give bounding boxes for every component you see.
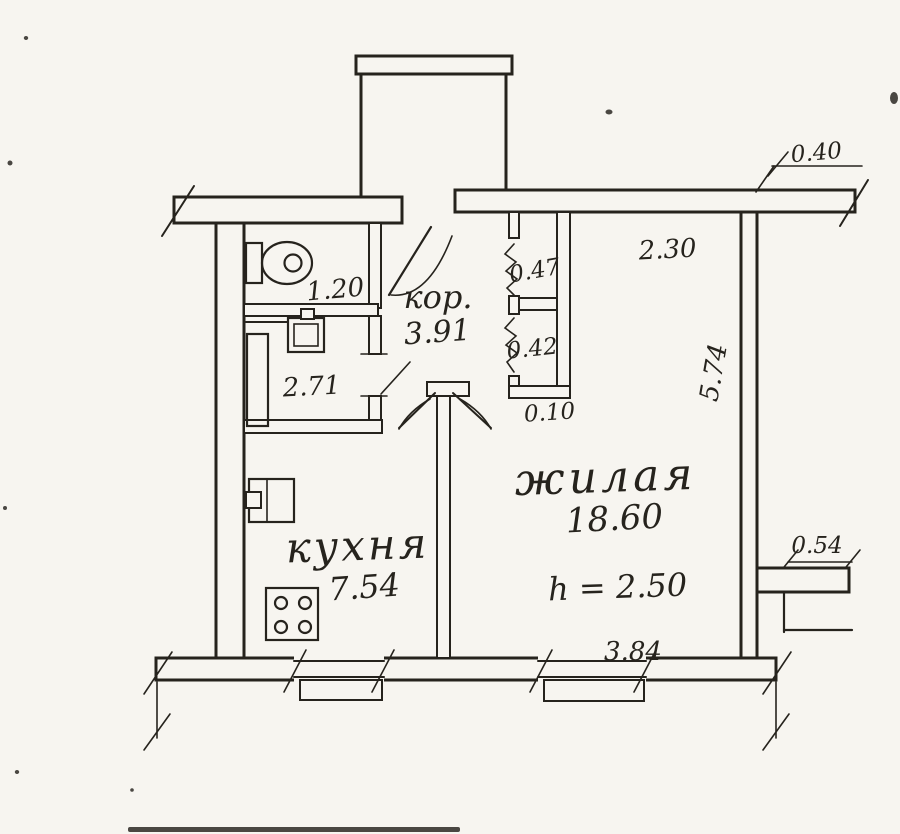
left-wall xyxy=(214,221,246,667)
door-leaf xyxy=(387,225,433,297)
burner-icon xyxy=(297,619,313,635)
bathroom-partition xyxy=(368,222,382,309)
washroom-fixtures xyxy=(245,308,326,428)
dimension-tick xyxy=(143,713,171,751)
closet-wall-dimension-label: 0.10 xyxy=(523,398,576,428)
closet-right-wall xyxy=(556,211,571,399)
wall-thickness-dimension-label: 0.40 xyxy=(790,138,843,168)
sink-basin-icon xyxy=(293,323,319,347)
kitchen-living-partition xyxy=(436,389,451,659)
top-left-wall xyxy=(172,195,404,225)
window-kitchen xyxy=(283,649,395,701)
corridor-name-label: кор. xyxy=(403,278,472,316)
dimension-tick xyxy=(143,651,173,695)
closet-lower-area-label: 0.42 xyxy=(505,333,559,364)
entrance-door xyxy=(387,225,453,297)
washroom-partition-upper xyxy=(368,315,382,355)
kitchen-sink-tap-icon xyxy=(245,491,262,509)
paper-speck xyxy=(14,770,20,774)
dimension-tick xyxy=(283,649,307,693)
dimension-tick xyxy=(161,185,195,237)
window-sill xyxy=(299,679,383,701)
kitchen-fixtures xyxy=(245,477,320,642)
paper-specks xyxy=(3,36,898,832)
paper-speck xyxy=(7,160,13,166)
top-width-dimension-label: 2.30 xyxy=(637,234,697,267)
labels: 1.20 2.71 кор. 3.91 0.47 0.42 0.10 2.30 … xyxy=(281,138,843,667)
closet-partition-stub xyxy=(508,211,520,239)
leader-line xyxy=(755,165,775,193)
toilet-bowl-icon xyxy=(260,240,314,286)
dimension-tick xyxy=(762,713,790,751)
dimension-tick xyxy=(839,179,869,227)
dimension-tick xyxy=(767,151,789,177)
closet-door-squiggle xyxy=(503,317,519,373)
shaft-top-wall xyxy=(354,54,514,76)
tap-icon xyxy=(300,308,315,320)
door-swing-arc xyxy=(459,398,492,430)
dimension-tick xyxy=(371,649,395,693)
dimension-tick xyxy=(762,651,792,695)
burner-icon xyxy=(273,619,289,635)
right-step xyxy=(755,549,861,634)
paper-speck xyxy=(3,506,7,510)
paper-speck xyxy=(605,109,613,115)
door-leaf xyxy=(380,361,411,395)
bathtub-icon xyxy=(245,332,270,428)
door-swing-arc xyxy=(390,235,453,296)
kitchen-area-label: 7.54 xyxy=(327,566,401,609)
right-wall xyxy=(739,210,759,660)
corridor-area-label: 3.91 xyxy=(403,313,472,353)
closets xyxy=(503,211,571,399)
toilet-drain-icon xyxy=(283,253,303,273)
bathroom-area-label: 1.20 xyxy=(305,273,365,308)
paper-speck xyxy=(130,788,134,792)
stove-icon xyxy=(264,586,320,642)
paper-speck xyxy=(890,92,898,104)
ceiling-height-label: h = 2.50 xyxy=(547,566,687,609)
bottom-width-dimension-label: 3.84 xyxy=(604,637,662,667)
burner-icon xyxy=(297,595,313,611)
scan-artifact xyxy=(128,827,460,832)
dimension-tick xyxy=(633,649,657,693)
dimension-tick xyxy=(529,649,553,693)
living-name-label: жилая xyxy=(514,449,697,506)
interior-partitions xyxy=(243,222,492,659)
window-sill xyxy=(543,679,645,702)
closet-partition-stub xyxy=(508,295,520,315)
wall-thickness-dimension xyxy=(755,151,863,193)
shaft xyxy=(354,54,514,199)
top-right-wall xyxy=(453,188,857,214)
closet-bottom-wall xyxy=(508,385,571,399)
paper-speck xyxy=(23,36,29,40)
living-area-label: 18.60 xyxy=(565,496,664,541)
step-width-dimension-label: 0.54 xyxy=(791,533,842,559)
kitchen-name-label: кухня xyxy=(285,519,430,573)
window-living xyxy=(529,649,657,702)
step-wall xyxy=(755,566,851,594)
partition-head xyxy=(426,381,470,397)
toilet-fixture xyxy=(244,240,314,286)
burner-icon xyxy=(273,595,289,611)
washroom-area-label: 2.71 xyxy=(281,371,341,404)
kitchen-top-divider xyxy=(243,419,383,434)
closet-door-squiggle xyxy=(503,243,519,296)
door-swing-arc xyxy=(398,398,431,430)
bottom-wall xyxy=(154,656,778,682)
closet-divider xyxy=(518,297,560,311)
bottom-extension-lines xyxy=(143,651,792,751)
